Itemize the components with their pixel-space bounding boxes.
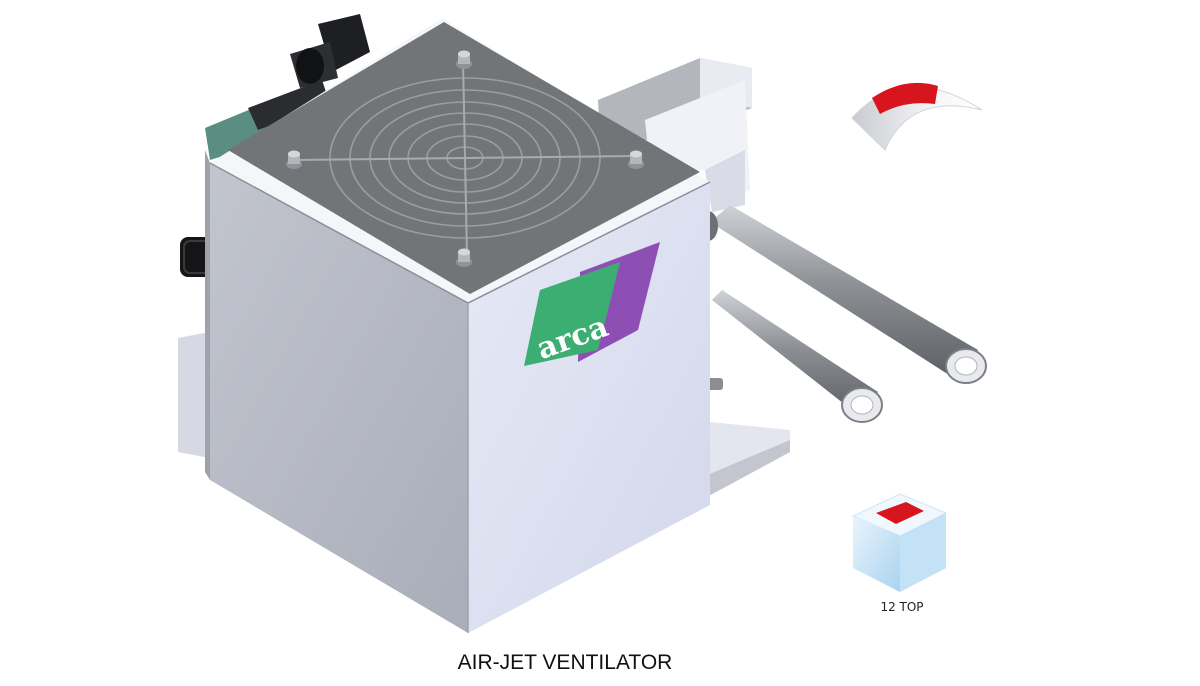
rear-frame bbox=[598, 58, 752, 212]
base-plate bbox=[178, 332, 790, 498]
view-cube-icon[interactable] bbox=[851, 493, 948, 592]
upper-roller bbox=[698, 205, 987, 384]
fan-grille bbox=[294, 59, 636, 257]
lower-roller bbox=[712, 290, 883, 423]
roller-shaft-pin bbox=[707, 378, 723, 390]
connector-plug bbox=[290, 14, 370, 88]
curved-rotation-handle-icon[interactable] bbox=[851, 82, 983, 151]
green-terminal-block bbox=[205, 80, 330, 160]
figure-caption: AIR-JET VENTILATOR bbox=[457, 651, 673, 674]
view-cube-label: 12 TOP bbox=[880, 600, 924, 614]
mounting-screws bbox=[286, 50, 644, 267]
arca-logo: arca bbox=[524, 242, 660, 367]
